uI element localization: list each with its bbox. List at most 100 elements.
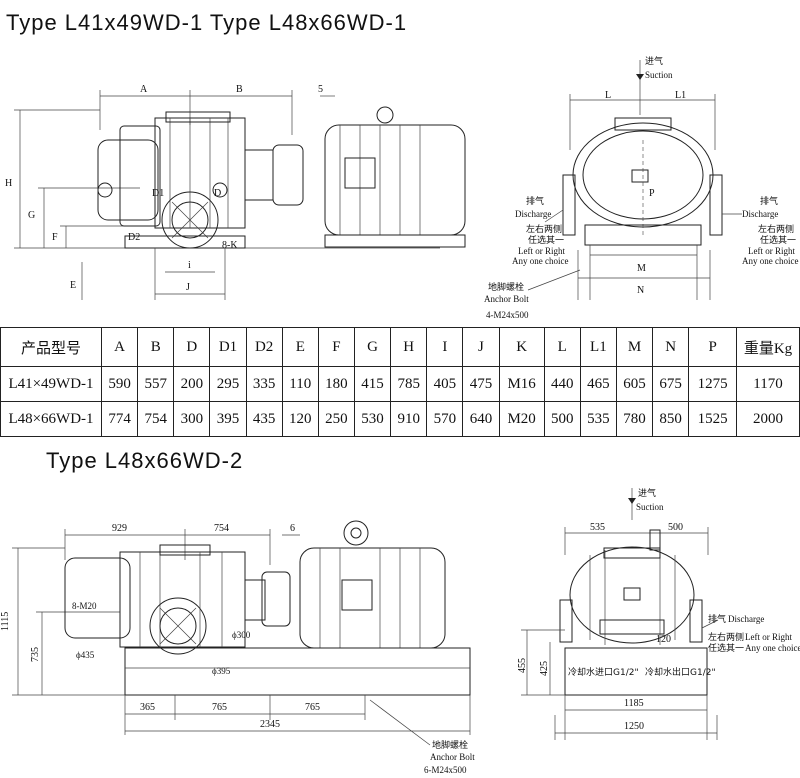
suction-cn-1: 进气 (645, 55, 663, 67)
dim-300: ϕ300 (232, 630, 251, 640)
spec-table: 产品型号 A B D D1 D2 E F G H I J K L L1 M N … (0, 327, 800, 437)
dim-929: 929 (112, 523, 127, 534)
table-cell: 910 (390, 401, 428, 437)
table-cell: 110 (281, 366, 319, 402)
dim-l: L (605, 90, 611, 101)
water-in: 冷却水进口G1/2" (568, 666, 639, 678)
table-cell: 640 (462, 401, 500, 437)
dim-765b: 765 (305, 702, 320, 713)
anchor-spec-1: 4-M24x500 (486, 310, 529, 320)
dim-g: G (28, 210, 35, 221)
dim-455: 455 (517, 658, 528, 673)
dim-2345: 2345 (260, 719, 280, 730)
choice-cn-1l: 左右两侧 (526, 223, 562, 235)
header-cell: D1 (209, 327, 247, 367)
dim-b: B (236, 84, 243, 95)
header-cell: L (543, 327, 581, 367)
top-title: Type L41x49WD-1 Type L48x66WD-1 (6, 10, 408, 35)
choice-en2-1r: Any one choice (742, 256, 798, 266)
table-cell: 1170 (736, 366, 800, 402)
dim-5: 5 (318, 84, 323, 95)
dim-n: N (637, 285, 644, 296)
dim-765a: 765 (212, 702, 227, 713)
choice-en2-1l: Any one choice (512, 256, 568, 266)
water-out: 冷却水出口G1/2" (645, 666, 716, 678)
table-cell: 590 (100, 366, 139, 402)
dim-1115: 1115 (0, 612, 11, 631)
header-cell: H (390, 327, 428, 367)
table-cell: 774 (100, 401, 139, 437)
dim-d1: D1 (152, 188, 164, 199)
choice-en1-1r: Left or Right (748, 246, 795, 256)
choice-cn-2: 左右两侧 (708, 631, 744, 643)
dim-395: ϕ395 (212, 666, 231, 676)
table-cell: 1275 (688, 366, 737, 402)
table-cell: 780 (615, 401, 654, 437)
table-row: L41×49WD-1 590 557 200 295 335 110 180 4… (0, 366, 800, 402)
table-cell: 405 (426, 366, 464, 402)
table-cell: M16 (498, 366, 545, 402)
dim-120: 120 (656, 634, 671, 645)
dim-425: 425 (539, 661, 550, 676)
header-cell: J (462, 327, 500, 367)
side-view-1: A B 5 H G F E D1 D D2 8-K (5, 84, 466, 300)
dim-1185: 1185 (624, 698, 644, 709)
table-cell: 1525 (688, 401, 737, 437)
choice-cn2-1l: 任选其一 (528, 234, 564, 246)
choice-cn-1r: 左右两侧 (758, 223, 794, 235)
anchor-spec-2: 6-M24x500 (424, 765, 467, 775)
table-cell: 605 (615, 366, 654, 402)
dim-i: i (188, 260, 191, 271)
table-cell: 120 (281, 401, 319, 437)
table-row: L48×66WD-1 774 754 300 395 435 120 250 5… (0, 401, 800, 437)
discharge-en-1r: Discharge (742, 209, 778, 219)
dim-500: 500 (668, 522, 683, 533)
table-cell: 2000 (736, 401, 800, 437)
header-cell: L1 (579, 327, 617, 367)
end-view-2: 进气 Suction 535 500 120 排气 Discharge 左右两侧… (517, 487, 800, 740)
suction-en-2: Suction (636, 502, 664, 512)
table-cell: 415 (353, 366, 392, 402)
dim-6: 6 (290, 523, 295, 534)
bottom-title: Type L48x66WD-2 (46, 448, 244, 473)
table-cell: 535 (579, 401, 617, 437)
table-cell: 530 (353, 401, 392, 437)
header-cell: N (652, 327, 690, 367)
dim-d: D (214, 188, 221, 199)
choice-en2-2: Any one choice (745, 643, 800, 653)
anchor-en-2: Anchor Bolt (430, 752, 475, 762)
table-cell: 785 (390, 366, 428, 402)
table-cell: 180 (317, 366, 355, 402)
anchor-en-1: Anchor Bolt (484, 294, 529, 304)
anchor-cn-2: 地脚螺栓 (432, 739, 468, 751)
choice-en1-1l: Left or Right (518, 246, 565, 256)
discharge-cn-2: 排气 (708, 613, 726, 625)
table-cell: 200 (173, 366, 211, 402)
table-header-row: 产品型号 A B D D1 D2 E F G H I J K L L1 M N … (0, 327, 800, 367)
table-cell: 300 (173, 401, 211, 437)
dim-8k: 8-K (222, 240, 238, 251)
side-view-2: 929 754 6 1115 735 8-M20 ϕ435 ϕ300 ϕ395 (0, 520, 475, 775)
dim-435: ϕ435 (76, 650, 95, 660)
table-cell: 850 (652, 401, 690, 437)
table-cell: 295 (209, 366, 247, 402)
dim-j: J (186, 282, 190, 293)
table-cell: L41×49WD-1 (0, 366, 102, 402)
dim-8m20: 8-M20 (72, 601, 97, 611)
table-cell: M20 (498, 401, 545, 437)
table-cell: 250 (317, 401, 355, 437)
header-cell: E (281, 327, 319, 367)
discharge-cn-1l: 排气 (526, 195, 544, 207)
header-cell: 重量Kg (736, 327, 800, 367)
dim-f: F (52, 232, 58, 243)
dim-754: 754 (214, 523, 229, 534)
suction-cn-2: 进气 (638, 487, 656, 499)
header-cell: M (615, 327, 654, 367)
header-cell: K (498, 327, 545, 367)
dim-e: E (70, 280, 76, 291)
choice-en1-2: Left or Right (745, 632, 792, 642)
discharge-en-1l: Discharge (515, 209, 551, 219)
dim-535: 535 (590, 522, 605, 533)
choice-cn2-1r: 任选其一 (760, 234, 796, 246)
